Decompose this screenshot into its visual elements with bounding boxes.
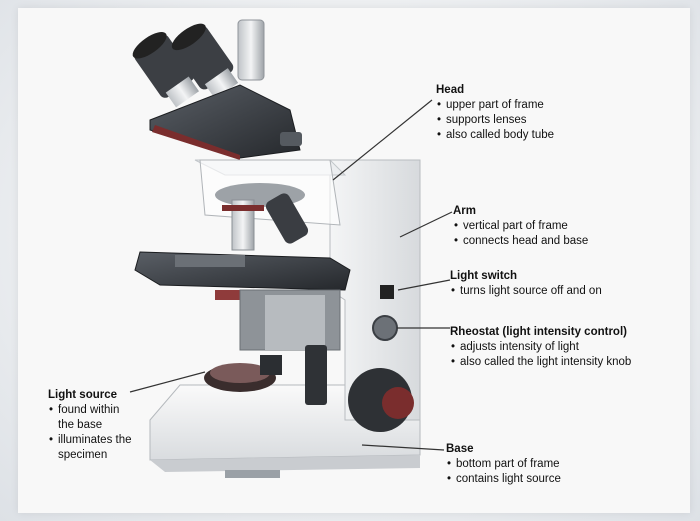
leader-lines [129,99,453,451]
focus-knob-part [305,345,414,432]
label-light-switch-title: Light switch [450,270,518,282]
label-base: Base bottom part of frame contains light… [446,442,561,487]
label-light-source: Light source found within the base illum… [48,388,138,463]
label-light-source-title: Light source [48,389,118,401]
label-base-title: Base [446,443,474,455]
stage-part [134,251,351,351]
label-base-item: contains light source [446,472,561,487]
label-head-title: Head [436,84,465,96]
label-head: Head upper part of frame supports lenses… [436,83,554,143]
label-light-source-item: found within the base [48,403,138,433]
label-arm-item: vertical part of frame [453,219,588,234]
label-rheostat-item: also called the light intensity knob [450,355,631,370]
objectives-part [215,183,309,251]
label-rheostat-title: Rheostat (light intensity control) [450,326,627,338]
rheostat-knob [372,315,398,341]
light-switch-button [380,285,394,299]
label-light-source-item: illuminates the specimen [48,433,138,463]
label-arm: Arm vertical part of frame connects head… [453,204,588,249]
label-base-item: bottom part of frame [446,457,561,472]
label-head-item: supports lenses [436,113,554,128]
label-arm-item: connects head and base [453,234,588,249]
label-light-switch: Light switch turns light source off and … [450,269,602,299]
label-arm-title: Arm [453,205,477,217]
label-rheostat-item: adjusts intensity of light [450,340,631,355]
label-head-item: upper part of frame [436,98,554,113]
label-rheostat: Rheostat (light intensity control) adjus… [450,325,631,370]
label-head-item: also called body tube [436,128,554,143]
label-light-switch-item: turns light source off and on [450,284,602,299]
light-source-part [204,355,282,392]
